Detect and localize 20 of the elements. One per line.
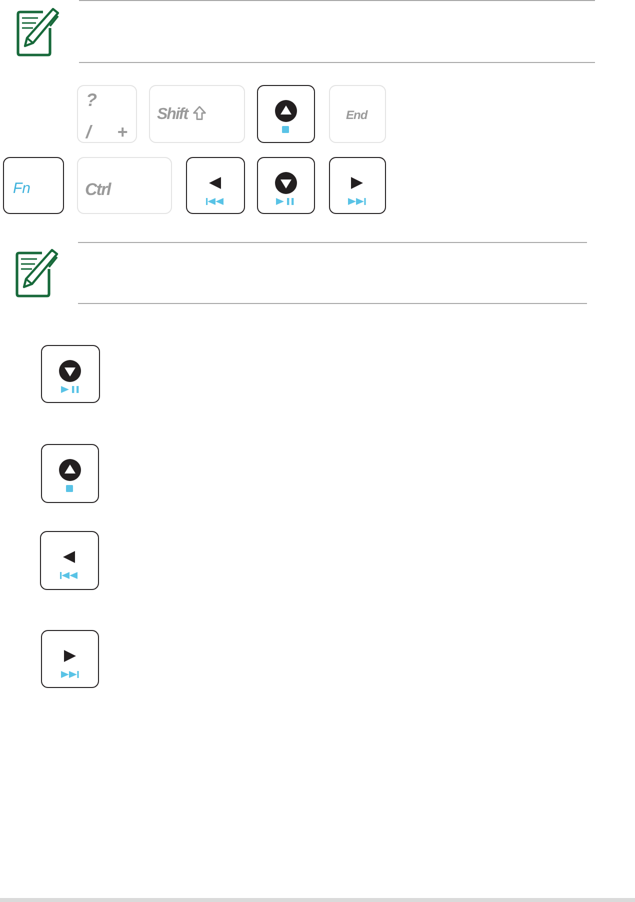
keyboard-key <box>40 531 99 590</box>
keyboard-key <box>329 157 386 214</box>
key-label: + <box>117 123 128 141</box>
keyboard-key <box>77 85 137 143</box>
keyboard-key <box>186 157 245 214</box>
keyboard-key <box>149 85 245 143</box>
keyboard-key <box>41 345 100 403</box>
key-label: / <box>86 123 92 141</box>
keyboard-key <box>329 85 386 143</box>
key-label: End <box>346 109 368 121</box>
keyboard-key <box>3 157 64 214</box>
key-label: Fn <box>13 181 31 196</box>
keyboard-key <box>77 157 172 214</box>
keyboard-key <box>41 444 99 503</box>
key-label: Ctrl <box>85 181 110 198</box>
keyboard-key <box>257 85 315 143</box>
key-label: ? <box>86 91 97 109</box>
keyboard-key <box>257 157 315 214</box>
key-label: Shift <box>157 107 188 123</box>
keyboard-key <box>41 630 99 688</box>
